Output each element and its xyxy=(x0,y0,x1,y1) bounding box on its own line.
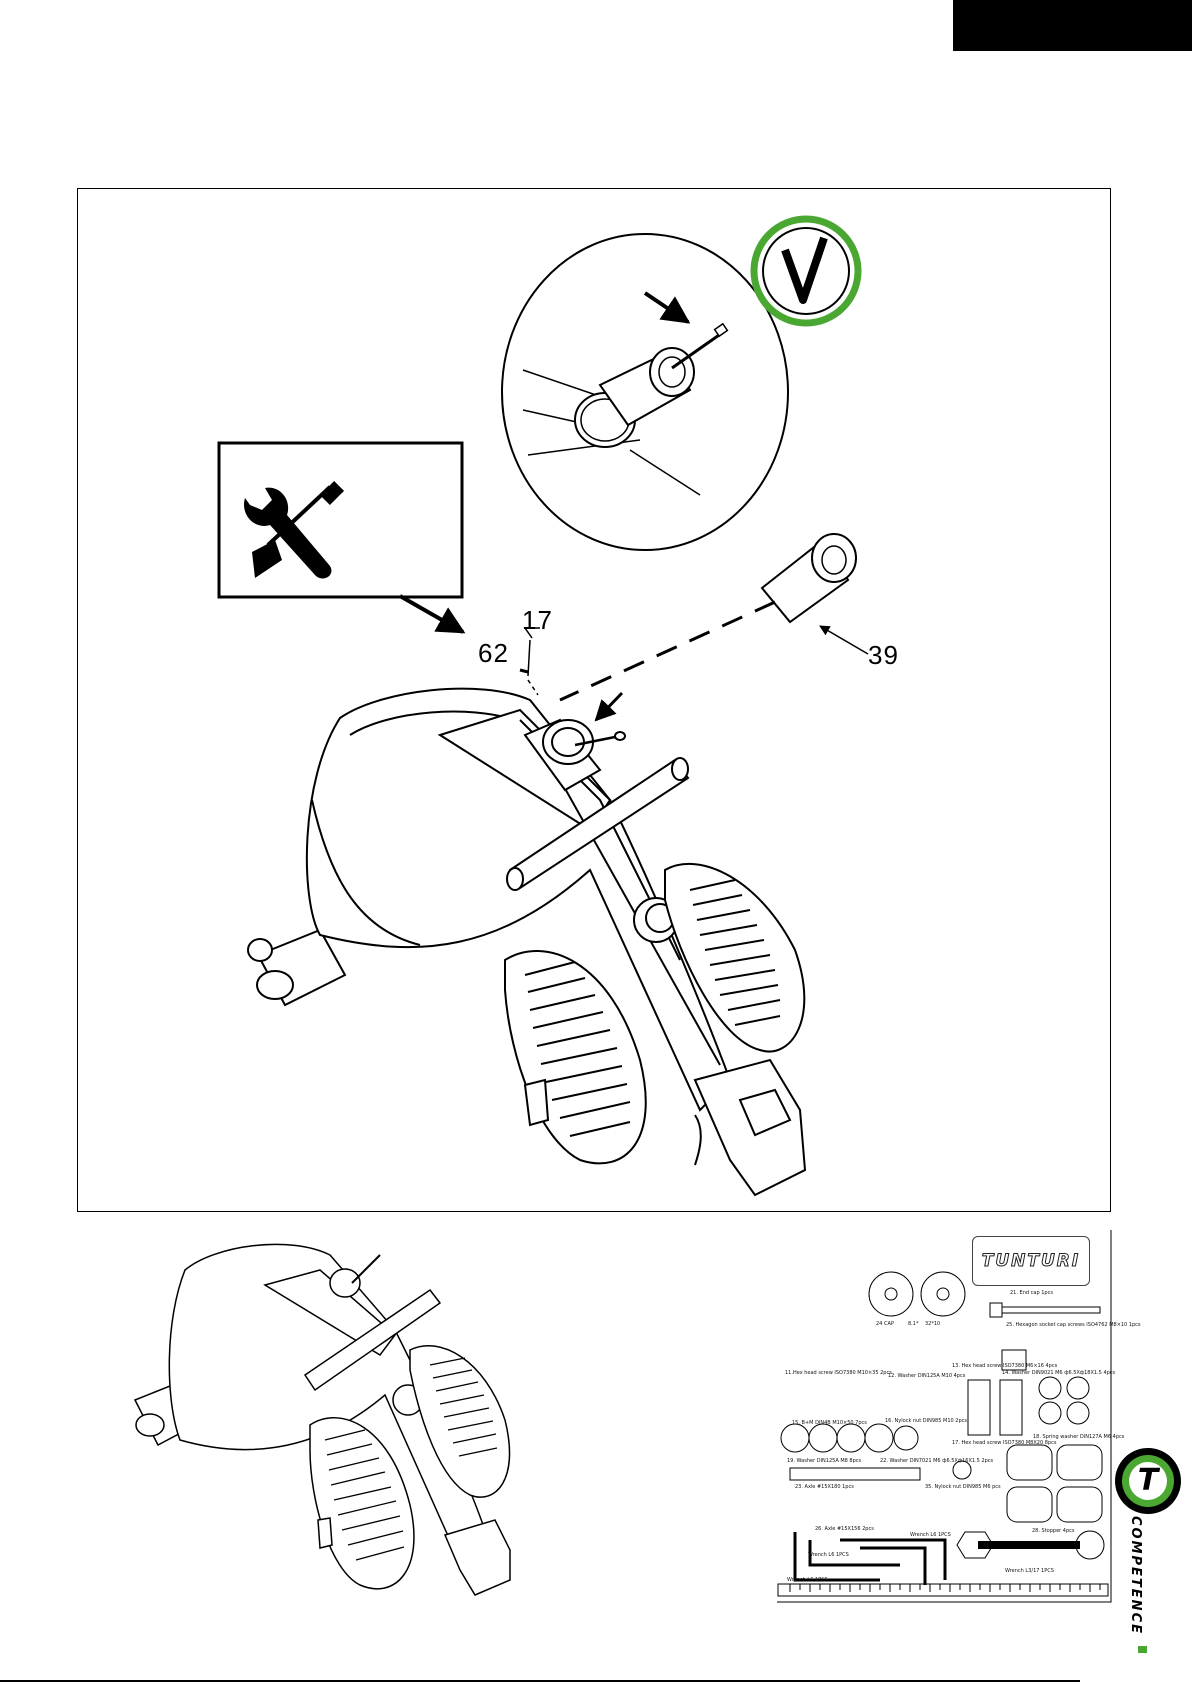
parts-sheet xyxy=(777,1230,1112,1603)
detail-circle xyxy=(501,233,789,551)
part-label: Wrench L6 1PCS xyxy=(787,1577,828,1583)
tunturi-logo xyxy=(1115,1448,1181,1514)
part-label: Wrench L3/17 1PCS xyxy=(1005,1568,1054,1574)
part-label: 8.1* xyxy=(908,1321,919,1327)
part-label: Wrench L6 1PCS xyxy=(910,1532,951,1538)
part-label: 12. Washer DIN125A M10 4pcs xyxy=(888,1373,966,1379)
part-39-sleeve xyxy=(519,533,869,722)
part-label: 17. Hex head screw ISO7380 M8X20 8pcs xyxy=(952,1440,1057,1446)
wrench-screwdriver-icon xyxy=(217,441,466,634)
part-label: 21. End cap 1pcs xyxy=(1010,1290,1053,1296)
part-label: 13. Hex head screw ISO7380 M6×16 4pcs xyxy=(952,1363,1058,1369)
page-tab xyxy=(953,0,1192,51)
instruction-frame xyxy=(77,188,1111,1212)
parts-sheet-brand: TUNTURI xyxy=(972,1236,1090,1286)
competence-tagline: COMPETENCE xyxy=(1128,1516,1143,1635)
part-label: 25. Hexagon socket cap screws ISO4762 M8… xyxy=(1006,1322,1141,1328)
brand-logo-text: TUNTURI xyxy=(981,1251,1081,1272)
tunturi-logo-letter: T xyxy=(1137,1463,1159,1498)
part-label: 26. Axle #15X156 2pcs xyxy=(815,1526,874,1532)
part-label: 16. Nylock nut DIN985 M10 2pcs xyxy=(885,1418,967,1424)
rower-thumbnail xyxy=(133,1243,511,1596)
part-label: 15. B+M DIN4B M10×50 7pcs xyxy=(792,1420,867,1426)
footer-rule xyxy=(0,1680,1080,1682)
callout-39: 39 xyxy=(868,640,899,670)
thumbnail-grooves xyxy=(324,1357,498,1561)
checkmark-icon xyxy=(750,215,862,327)
callout-62: 62 xyxy=(478,638,509,668)
part-label: 35. Nylock nut DIN985 M6 pcs xyxy=(925,1484,1001,1490)
green-mark xyxy=(1138,1646,1147,1653)
callout-17: 17 xyxy=(522,605,553,635)
part-label: Wrench L6 1PCS xyxy=(808,1552,849,1558)
part-label: 11.Hex head screw ISO7380 M10×35 2pcs xyxy=(785,1370,892,1376)
rower-main-illustration xyxy=(247,687,807,1197)
part-label: 18. Spring washer DIN127A M6 4pcs xyxy=(1033,1434,1125,1440)
part-label: 28. Stopper 4pcs xyxy=(1032,1528,1075,1534)
part-label: 14. Washer DIN9021 M6 ф6.5Xф18X1.5 4pcs xyxy=(1002,1370,1116,1376)
part-label: 32*10 xyxy=(925,1321,941,1327)
part-label: 19. Washer DIN125A M8 8pcs xyxy=(787,1458,862,1464)
part-label: 22. Washer DIN7021 M6 ф6.5Xф16X1.5 2pcs xyxy=(880,1458,994,1464)
footplate-grooves xyxy=(524,879,781,1137)
part-label: 24 CAP xyxy=(876,1321,894,1327)
part-label: 23. Axle #15X180 1pcs xyxy=(795,1484,854,1490)
